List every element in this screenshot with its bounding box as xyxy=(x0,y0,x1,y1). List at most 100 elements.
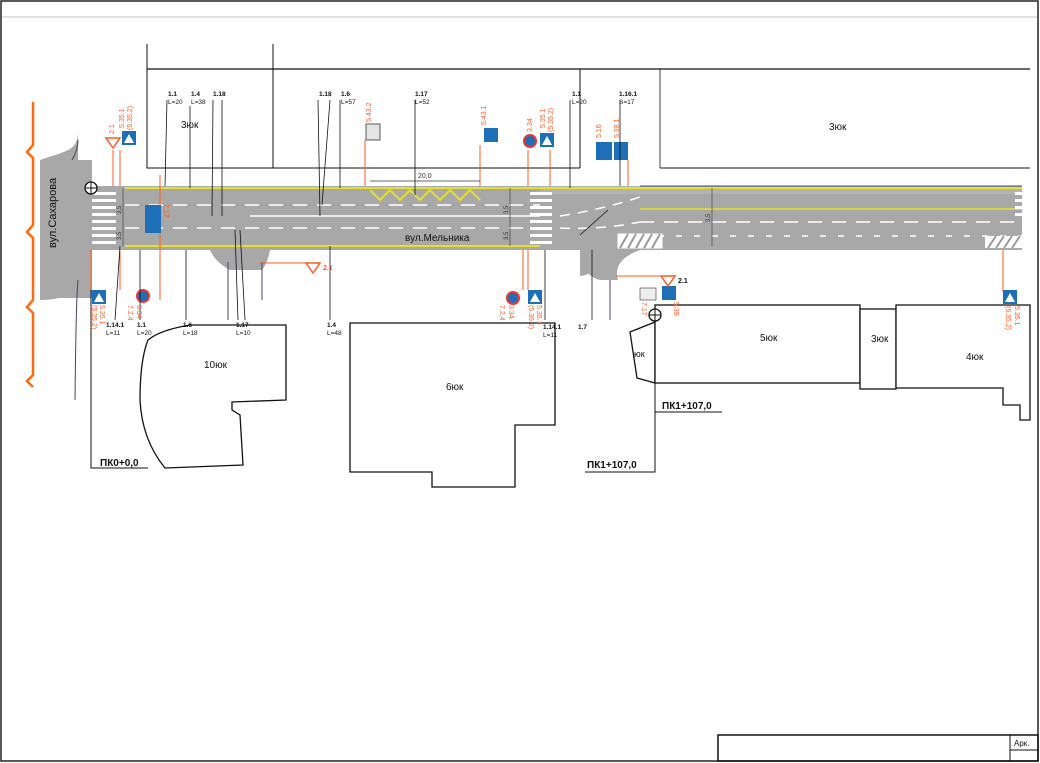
sign-code: 5.35.1 xyxy=(98,305,105,325)
sign-code: 2.1 xyxy=(109,124,116,134)
sign-code: 3.34 xyxy=(507,305,514,319)
marking-code: 1.6 xyxy=(341,91,350,98)
no-stopping-icon xyxy=(506,291,520,305)
marking-code: 1.18 xyxy=(213,91,226,98)
marking-code: 1.6 xyxy=(183,322,192,329)
lane-width-labels: 3,5 3,5 3,5 3,5 3,5 xyxy=(117,205,712,240)
bus-stop-icon xyxy=(484,128,498,142)
marking-code: 1.16.1 xyxy=(619,91,637,98)
building-6 xyxy=(349,322,556,488)
building-label: юк xyxy=(634,349,645,359)
building-label: 5юк xyxy=(760,333,778,344)
sign-code: 7.17 xyxy=(162,204,169,218)
sign-code: (5.35.2) xyxy=(127,106,134,130)
yield-icon xyxy=(659,275,677,288)
sign-leaders xyxy=(90,140,1004,300)
sign-code: 3.34 xyxy=(135,305,142,319)
sign-code: 5.43.1 xyxy=(481,105,488,125)
picket-label: ПК1+107,0 xyxy=(662,401,712,412)
marking-code: 1.1 xyxy=(137,322,146,329)
sheet-label: Арк. xyxy=(1014,739,1030,748)
marking-callouts-bottom: 1.14.1 L=11 1.1 L=20 1.6 L=18 1.17 L=10 … xyxy=(106,322,587,339)
building-label: 3юк xyxy=(181,120,199,131)
lane-direction-icon xyxy=(614,142,628,160)
lane-direction-icon xyxy=(145,205,161,233)
yield-icon xyxy=(304,262,322,275)
marking-leaders xyxy=(114,99,621,321)
sign-labels-top: 2.1 5.35.1 (5.35.2) 5.43.2 5.43.1 3.34 5… xyxy=(109,102,621,138)
bus-stop-icon xyxy=(365,123,381,141)
boundary-left xyxy=(25,102,35,388)
marking-code: 1.4 xyxy=(191,91,200,98)
marking-length: L=10 xyxy=(236,330,251,337)
sign-code: 3.34 xyxy=(527,118,534,132)
sign-code: 5.16 xyxy=(596,124,603,138)
sign-code: 5.35.1 xyxy=(119,108,126,128)
marking-length: L=52 xyxy=(415,99,430,106)
lane-width: 3,5 xyxy=(504,231,510,240)
crosswalk-middle xyxy=(530,192,552,244)
building-label: 3юк xyxy=(871,334,889,345)
marking-length: L=38 xyxy=(191,99,206,106)
dimension-label: 20,0 xyxy=(418,173,432,180)
sign-code: (5.35.2) xyxy=(1004,306,1011,330)
building-10 xyxy=(139,324,287,469)
marking-code: 1.14.1 xyxy=(543,324,561,331)
sign-code: (5.35.2) xyxy=(90,305,97,329)
sign-code: (5.35.2) xyxy=(548,108,555,132)
sign-code: 7.2.4 xyxy=(126,305,133,321)
yield-icon xyxy=(104,137,122,150)
marking-length: L=57 xyxy=(341,99,356,106)
street-melnyka-label: вул.Мельника xyxy=(405,233,470,244)
marking-length: L=18 xyxy=(183,330,198,337)
parking-icon xyxy=(662,286,676,300)
sign-blue-group xyxy=(92,128,1017,304)
building-label: 4юк xyxy=(966,352,984,363)
marking-code: 1.1 xyxy=(168,91,177,98)
sign-code: 7.2.4 xyxy=(498,305,505,321)
hatch-island-1 xyxy=(617,233,663,249)
sign-code: 5.43.2 xyxy=(366,102,373,122)
street-sakharova-label: вул.Сахарова xyxy=(47,177,59,248)
sign-code: 2.1 xyxy=(323,265,333,272)
marking-code: 1.17 xyxy=(236,322,249,329)
picket-label: ПК1+107,0 xyxy=(587,460,637,471)
lane-width-ticks xyxy=(122,188,713,246)
road-sakharova xyxy=(40,160,92,298)
building-label: 6юк xyxy=(446,382,464,393)
lane-width: 3,5 xyxy=(117,231,123,240)
picket-label: ПК0+0,0 xyxy=(100,458,139,469)
marking-length: L=20 xyxy=(572,99,587,106)
marking-length: L=11 xyxy=(106,330,121,337)
lane-direction-icon xyxy=(596,142,612,160)
marking-length: L=48 xyxy=(327,330,342,337)
building-4 xyxy=(895,304,1031,421)
sign-code: 5.38.1 xyxy=(614,118,621,138)
building-label: 3юк xyxy=(829,122,847,133)
marking-length: L=20 xyxy=(168,99,183,106)
bus-stop-zigzag xyxy=(369,188,481,202)
marking-length: L=20 xyxy=(137,330,152,337)
building-label: 10юк xyxy=(204,360,228,371)
marking-code: 1.17 xyxy=(415,91,428,98)
crosswalk-left xyxy=(92,192,116,244)
sign-code: 5.35.1 xyxy=(540,108,547,128)
no-stopping-icon xyxy=(136,289,150,303)
sign-code: 7.17 xyxy=(640,302,647,316)
lane-width: 3,5 xyxy=(706,213,712,222)
sign-code: 5.35.1 xyxy=(1013,306,1020,326)
sign-code: (5.35.2) xyxy=(527,305,534,329)
building-5 xyxy=(654,304,861,384)
sign-code: 5.35.1 xyxy=(535,305,542,325)
sign-other-group xyxy=(104,123,677,305)
marking-callouts-top: 1.1 L=20 1.4 L=38 1.18 1.18 1.6 L=57 1.1… xyxy=(168,91,637,106)
marking-code: 1.14.1 xyxy=(106,322,124,329)
sign-code: 2.1 xyxy=(678,278,688,285)
sign-labels-bottom: 5.35.1 (5.35.2) 7.2.4 3.34 2.1 7.2.4 3.3… xyxy=(90,265,1020,330)
marking-code: 1.7 xyxy=(578,324,587,331)
marking-length: L=11 xyxy=(543,332,558,339)
marking-code: 1.4 xyxy=(327,322,336,329)
title-block xyxy=(717,734,1039,762)
